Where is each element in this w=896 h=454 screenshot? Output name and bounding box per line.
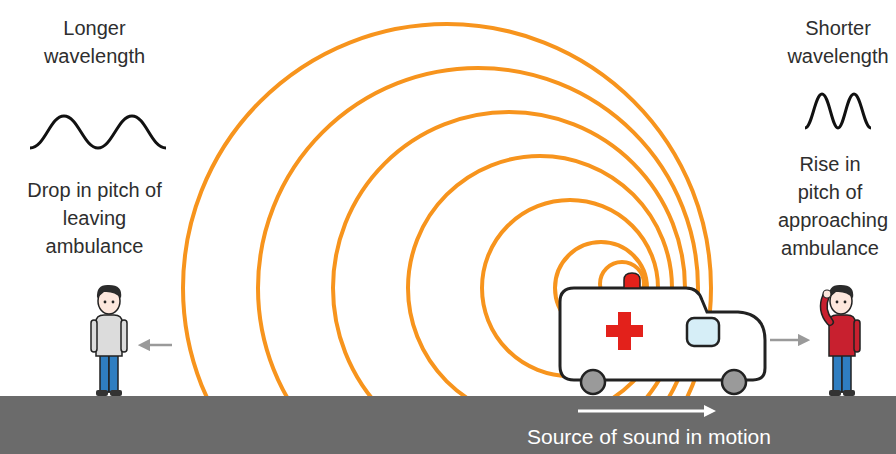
source-motion-arrow	[578, 410, 710, 413]
motion-arrow	[144, 344, 172, 347]
sound-waves	[183, 24, 711, 454]
red-cross	[606, 325, 643, 337]
short-wave-icon	[805, 94, 871, 128]
observer-left	[91, 285, 127, 396]
ambulance	[560, 273, 765, 394]
hair	[829, 285, 853, 298]
pitch-label: Drop in pitch of leaving ambulance	[27, 176, 162, 260]
shoe	[110, 390, 122, 396]
hair	[97, 285, 121, 298]
wheel	[581, 370, 605, 394]
leg	[100, 352, 109, 392]
motion-caption: Source of sound in motion	[527, 423, 771, 451]
shirt	[96, 315, 122, 356]
long-wave-icon	[30, 116, 166, 148]
shoe	[829, 390, 841, 396]
arm	[854, 320, 860, 352]
wavelength-label: Shorter wavelength	[786, 14, 890, 70]
wheel	[722, 370, 746, 394]
observer-right	[823, 285, 860, 396]
leg	[842, 352, 851, 392]
shoe	[843, 390, 855, 396]
motion-arrow	[770, 339, 804, 342]
arm-outline	[824, 296, 830, 322]
leg	[109, 352, 118, 392]
wave-front	[183, 24, 711, 454]
ground	[0, 396, 896, 454]
eye	[844, 301, 847, 304]
eye	[836, 301, 839, 304]
ambulance-window	[687, 318, 719, 346]
hand	[823, 290, 831, 298]
arm	[121, 320, 127, 352]
shoe	[96, 390, 108, 396]
wavelength-label: Longer wavelength	[27, 14, 162, 70]
siren-light	[624, 273, 640, 288]
leg	[833, 352, 842, 392]
pitch-label: Rise in pitch of approaching ambulance	[778, 150, 882, 262]
eye	[104, 301, 107, 304]
raised-arm	[824, 296, 830, 322]
arm	[91, 320, 97, 352]
eye	[112, 301, 115, 304]
ambulance-body	[560, 288, 765, 380]
